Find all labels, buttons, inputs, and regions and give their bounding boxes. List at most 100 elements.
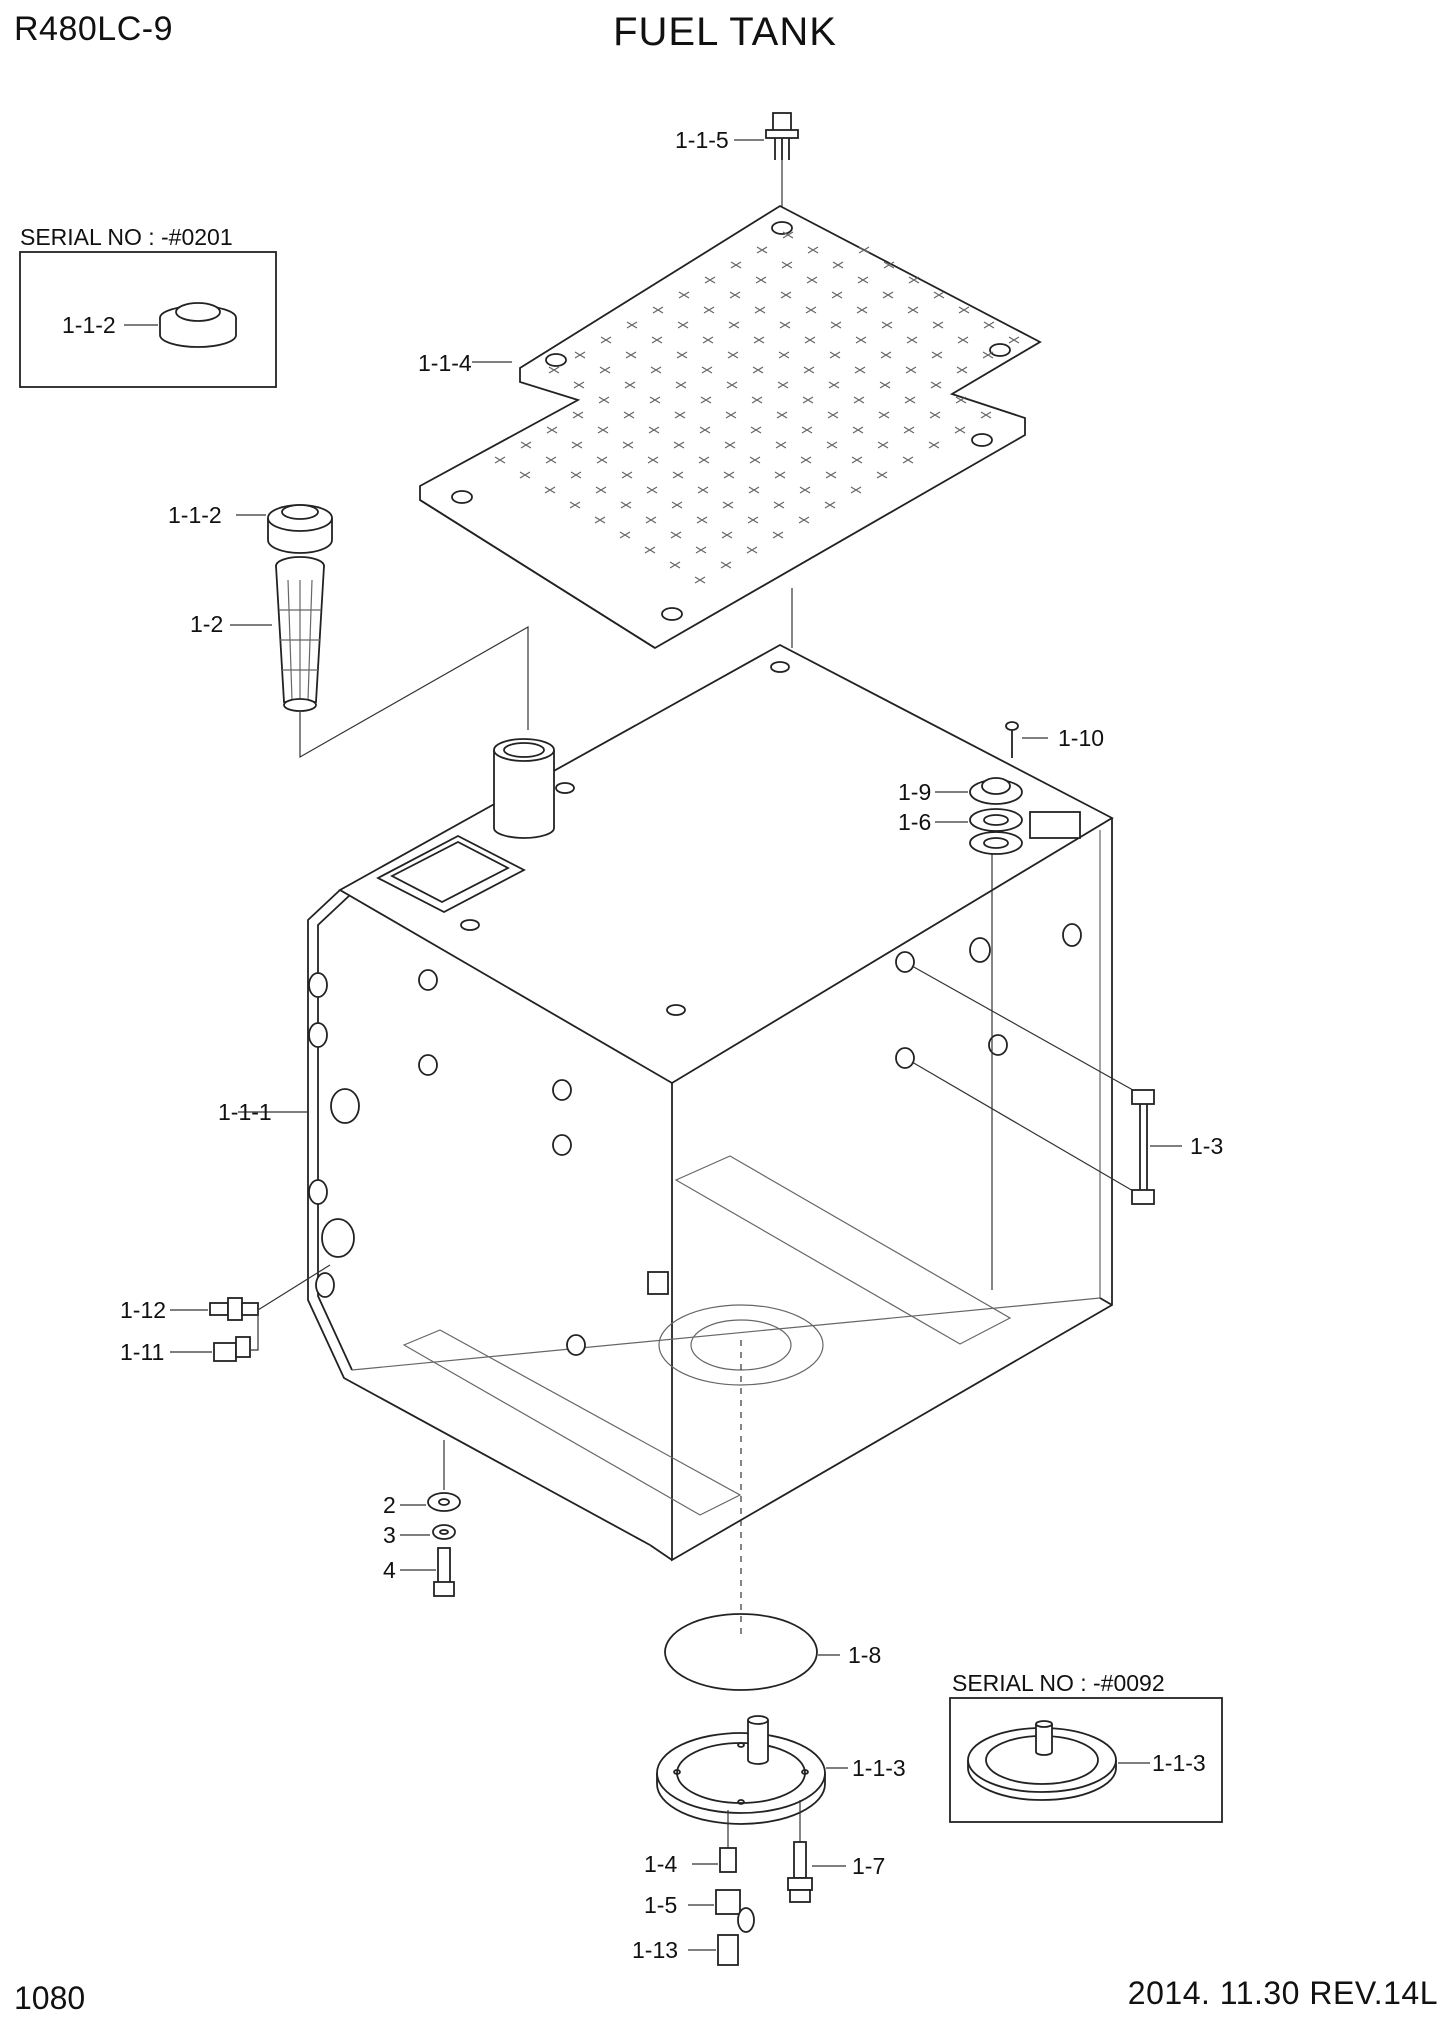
perforation-mark xyxy=(830,321,842,329)
callout-label: 1-13 xyxy=(632,1937,678,1963)
perforation-mark xyxy=(626,321,638,329)
perforation-mark xyxy=(669,561,681,569)
perforation-mark xyxy=(876,471,888,479)
perforation-mark xyxy=(520,441,532,449)
perforation-mark xyxy=(599,366,611,374)
perforation-mark xyxy=(650,366,662,374)
perforation-mark xyxy=(620,501,632,509)
perforation-mark xyxy=(570,471,582,479)
perforation-mark xyxy=(858,246,870,254)
perforation-mark xyxy=(651,336,663,344)
perforation-mark xyxy=(802,396,814,404)
bolt-part xyxy=(734,112,799,222)
inset-serial-label: SERIAL NO : -#0201 xyxy=(20,224,233,250)
perforation-mark xyxy=(572,411,584,419)
perforation-mark xyxy=(571,441,583,449)
perforation-mark xyxy=(619,531,631,539)
perforation-mark xyxy=(697,486,709,494)
model-number: R480LC-9 xyxy=(14,10,173,48)
level-gauge xyxy=(911,965,1182,1205)
perforation-mark xyxy=(672,471,684,479)
perforation-mark xyxy=(825,471,837,479)
perforation-mark xyxy=(824,501,836,509)
perforation-mark xyxy=(883,261,895,269)
callout-label: 1-9 xyxy=(898,779,931,805)
perforation-mark xyxy=(574,351,586,359)
perforation-mark xyxy=(694,576,706,584)
inset-serial-0092: SERIAL NO : -#0092 1-1-3 xyxy=(949,1670,1223,1823)
callout-label: 1-7 xyxy=(852,1853,885,1879)
perforation-mark xyxy=(855,336,867,344)
perforation-mark xyxy=(831,291,843,299)
perforation-mark xyxy=(652,306,664,314)
perforation-mark xyxy=(623,411,635,419)
perforation-mark xyxy=(621,471,633,479)
perforation-mark xyxy=(646,486,658,494)
perforation-mark xyxy=(980,411,992,419)
inset-frame xyxy=(949,1697,1223,1823)
gasket xyxy=(664,1613,840,1691)
perforation-mark xyxy=(929,411,941,419)
perforation-mark xyxy=(544,486,556,494)
perforation-mark xyxy=(701,366,713,374)
perforation-mark xyxy=(878,411,890,419)
perforation-mark xyxy=(548,366,560,374)
perforation-mark xyxy=(597,426,609,434)
perforation-mark xyxy=(723,471,735,479)
perforation-mark xyxy=(494,456,506,464)
perforation-mark xyxy=(573,381,585,389)
filler-cap xyxy=(236,504,333,554)
perforation-mark xyxy=(747,516,759,524)
perforation-mark xyxy=(648,426,660,434)
perforation-mark xyxy=(955,396,967,404)
perforation-mark xyxy=(622,441,634,449)
perforation-mark xyxy=(546,426,558,434)
perforation-mark xyxy=(903,426,915,434)
callout-label: 1-3 xyxy=(1190,1133,1223,1159)
callout-label: 1-10 xyxy=(1058,725,1104,751)
perforation-mark xyxy=(854,366,866,374)
perforation-mark xyxy=(749,456,761,464)
perforation-mark xyxy=(671,501,683,509)
perforation-mark xyxy=(675,381,687,389)
callout-label: 1-1-1 xyxy=(218,1099,272,1125)
perforation-mark xyxy=(730,261,742,269)
callout-label: 1-1-2 xyxy=(168,502,222,528)
callout-label: 2 xyxy=(383,1492,396,1518)
perforation-mark xyxy=(781,261,793,269)
inset-serial-0201: SERIAL NO : -#0201 1-1-2 xyxy=(19,224,277,388)
inset-frame xyxy=(19,251,277,388)
perforation-mark xyxy=(676,351,688,359)
callout-label: 1-2 xyxy=(190,611,223,637)
perforation-mark xyxy=(678,291,690,299)
perforation-mark xyxy=(879,381,891,389)
perforation-mark xyxy=(752,366,764,374)
perforation-mark xyxy=(851,456,863,464)
perforation-mark xyxy=(805,306,817,314)
perforation-mark xyxy=(1008,336,1020,344)
perforation-mark xyxy=(772,531,784,539)
callout-label: 1-12 xyxy=(120,1297,166,1323)
perforation-mark xyxy=(832,261,844,269)
perforation-mark xyxy=(726,381,738,389)
callout-label: 1-4 xyxy=(644,1851,677,1877)
perforation-mark xyxy=(746,546,758,554)
perforation-mark xyxy=(722,501,734,509)
perforation-mark xyxy=(670,531,682,539)
callout-label: 1-8 xyxy=(848,1642,881,1668)
perforation-mark xyxy=(800,456,812,464)
inset-serial-label: SERIAL NO : -#0092 xyxy=(952,1670,1165,1696)
mounting-hardware xyxy=(400,1440,461,1597)
perforation-mark xyxy=(624,381,636,389)
perforation-mark xyxy=(699,426,711,434)
perforation-mark xyxy=(644,546,656,554)
perforation-mark xyxy=(828,381,840,389)
perforation-mark xyxy=(727,351,739,359)
perforation-mark xyxy=(720,561,732,569)
cap-body xyxy=(159,318,237,348)
perforation-mark xyxy=(600,336,612,344)
callout-label: 1-1-5 xyxy=(675,127,729,153)
callout-label: 1-1-3 xyxy=(852,1755,906,1781)
perforation-mark xyxy=(958,306,970,314)
